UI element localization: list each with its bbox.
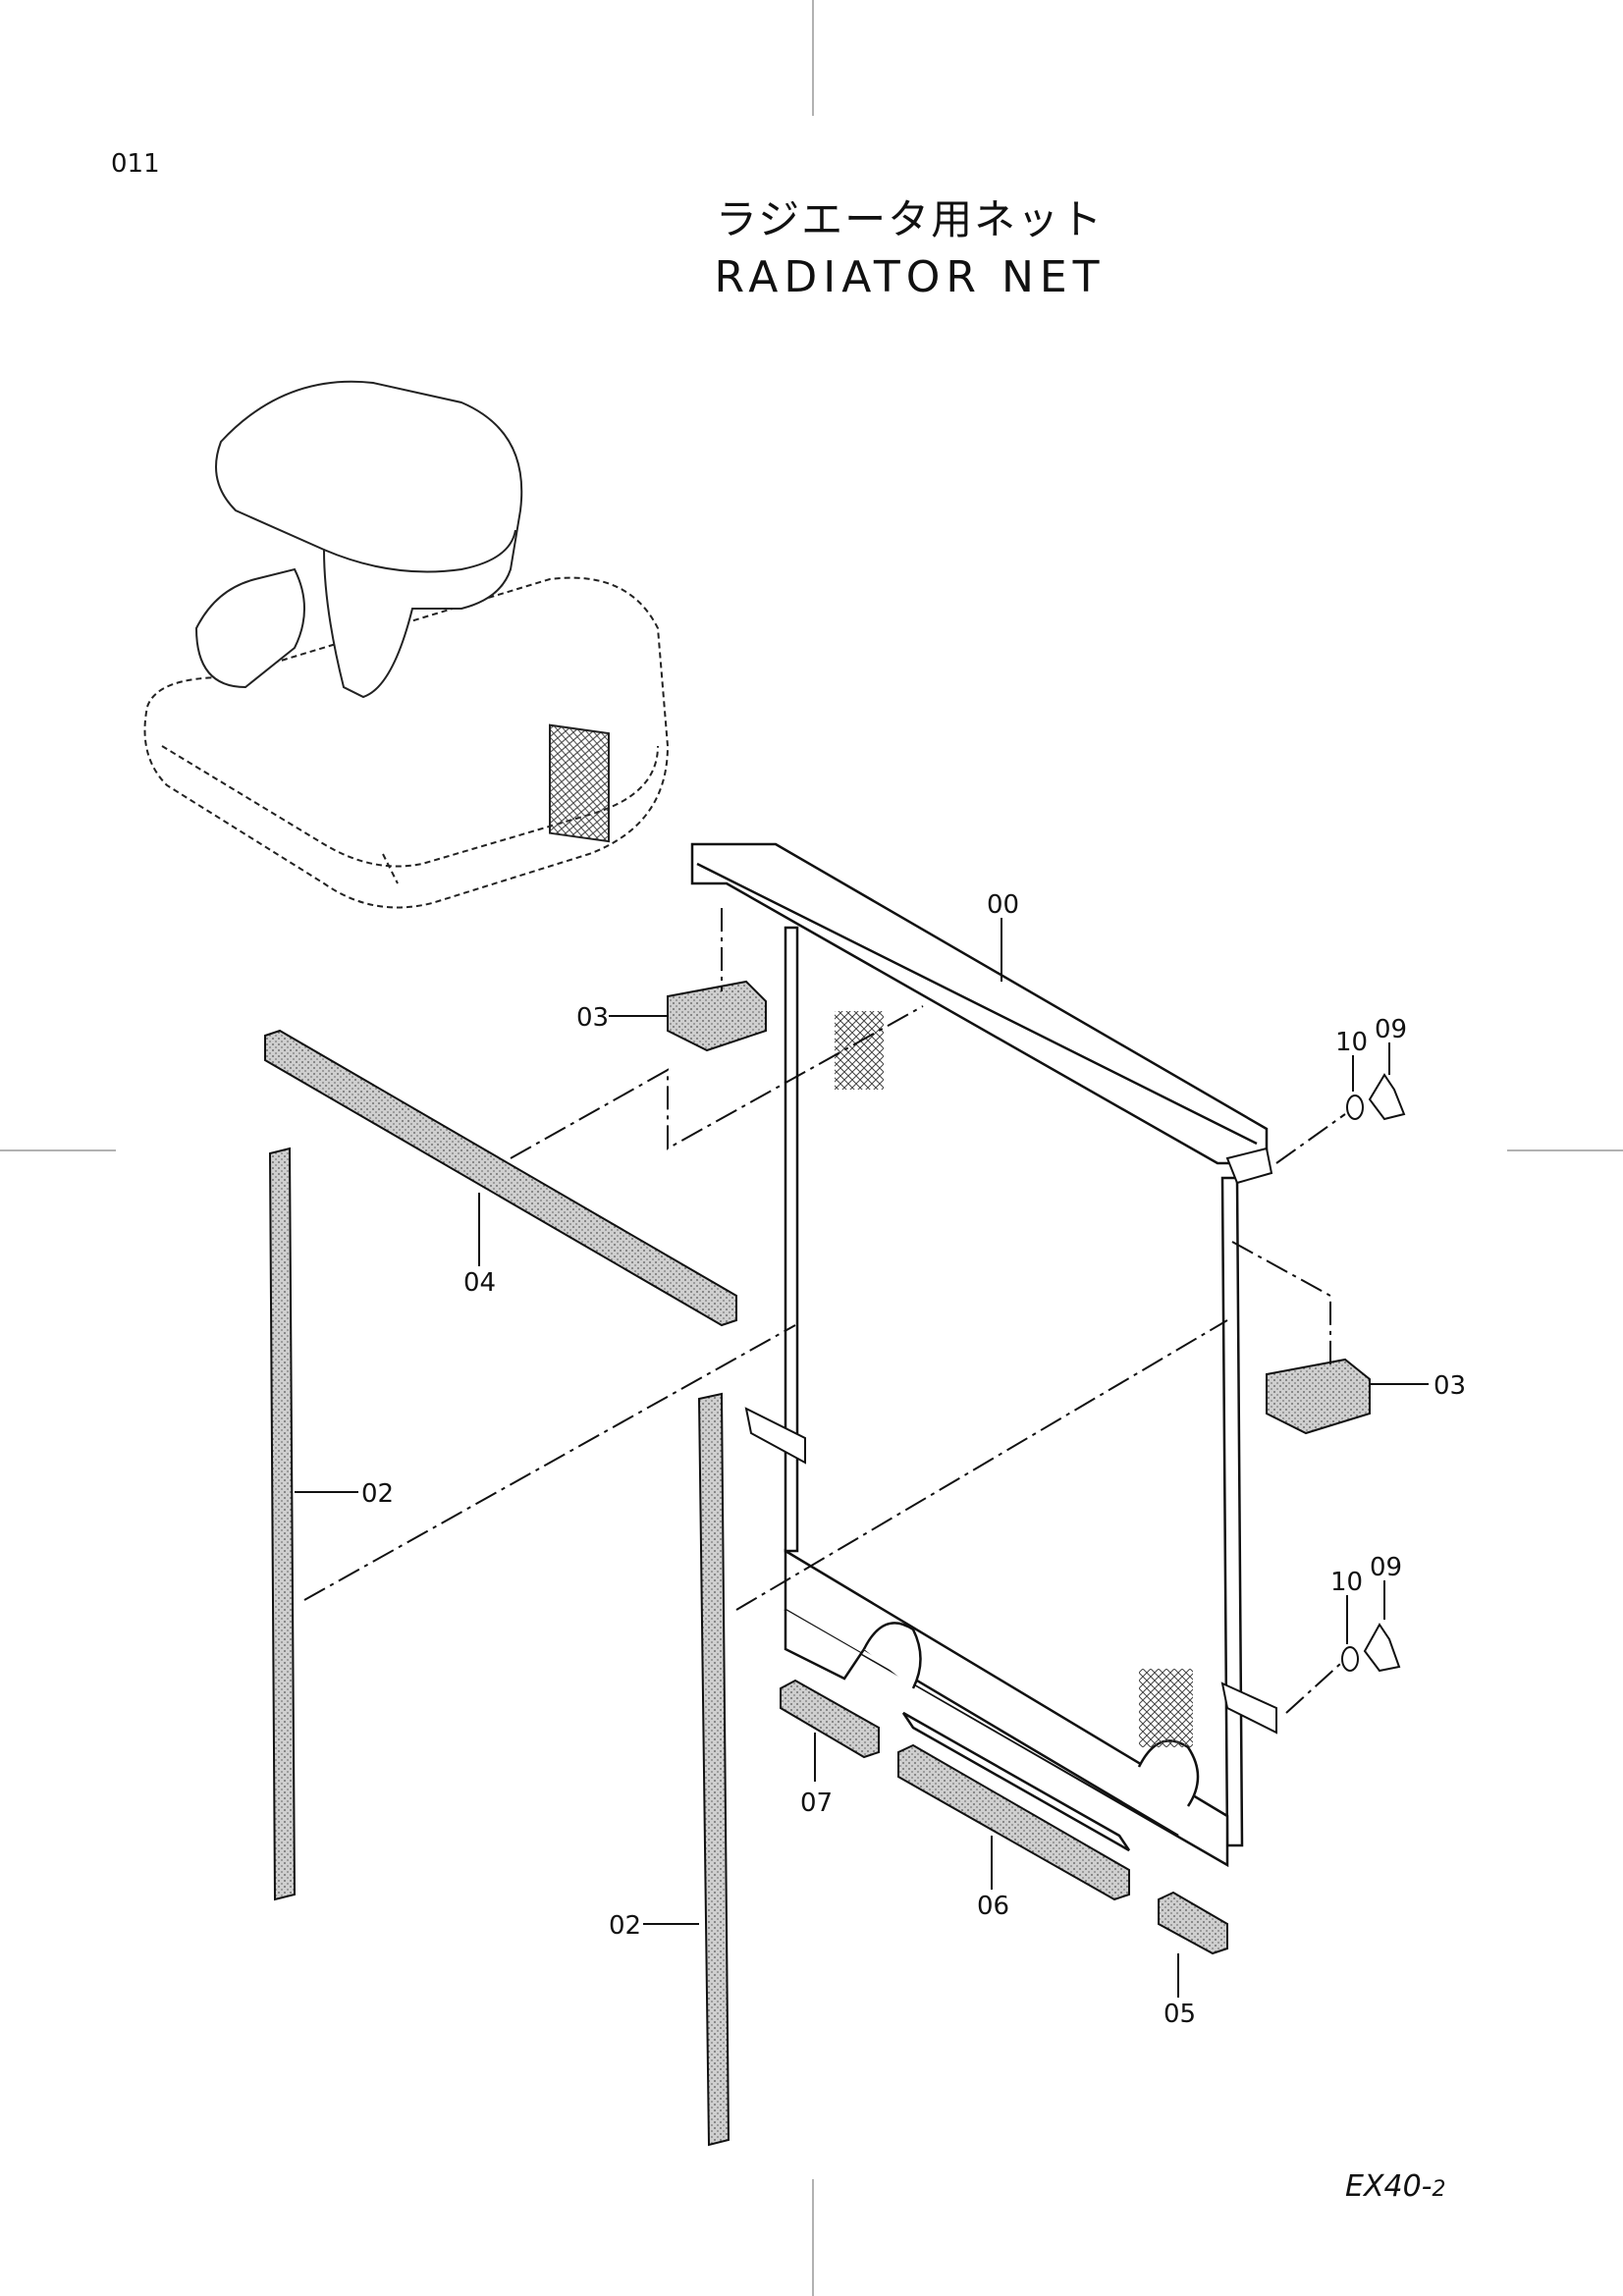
callout-03-right: 03 [1434, 1371, 1466, 1401]
title-japanese: ラジエータ用ネット [715, 195, 1105, 243]
callout-10-upper: 10 [1335, 1028, 1368, 1057]
title-english: RADIATOR NET [714, 252, 1106, 302]
callout-09-upper: 09 [1375, 1015, 1407, 1044]
callout-03-left: 03 [576, 1003, 609, 1033]
assembly-lines [303, 908, 1346, 1714]
callout-06: 06 [977, 1892, 1009, 1921]
radiator-net-frame [690, 842, 1269, 1868]
machine-radiator-location [549, 723, 610, 843]
model-main: EX40- [1345, 2169, 1433, 2204]
callout-02-right: 02 [609, 1911, 641, 1941]
foam-parts [264, 980, 1371, 2147]
callout-10-lower: 10 [1330, 1568, 1363, 1597]
leader-lines [295, 918, 1429, 1998]
callout-05: 05 [1163, 2000, 1196, 2029]
page-number: 011 [111, 149, 160, 179]
callout-09-lower: 09 [1370, 1553, 1402, 1582]
radiator-brackets [744, 1147, 1277, 1735]
machine-seat [194, 380, 523, 699]
radiator-mesh-patches [835, 1011, 1193, 1747]
callout-04: 04 [463, 1268, 496, 1298]
callout-07: 07 [800, 1789, 833, 1818]
callouts: 00 03 04 02 03 10 09 10 09 07 06 05 02 [361, 890, 1466, 2029]
model-suffix: 2 [1432, 2177, 1446, 2202]
title-block: ラジエータ用ネット RADIATOR NET [0, 187, 1623, 302]
model-code: EX40-2 [1345, 2169, 1446, 2204]
wing-nuts-washers [1341, 1073, 1406, 1673]
callout-02-left: 02 [361, 1479, 394, 1509]
callout-00: 00 [987, 890, 1019, 920]
